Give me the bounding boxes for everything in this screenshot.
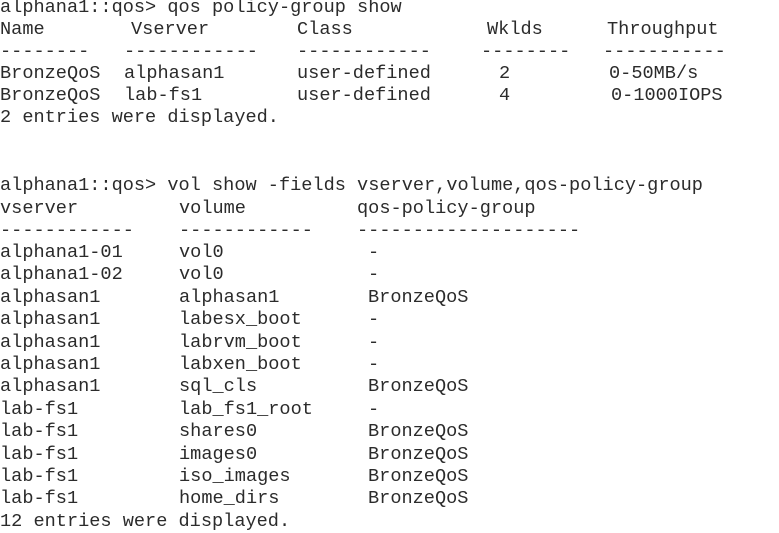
entries-footer: 2 entries were displayed. — [0, 107, 279, 128]
volume-cell: images0 — [179, 443, 258, 465]
vserver-cell: lab-fs1 — [0, 421, 79, 443]
qos-policy-group-cell: BronzeQoS — [368, 376, 469, 398]
header-volume: volume — [179, 198, 246, 219]
wklds-cell: 2 — [499, 63, 511, 84]
class-cell: user-defined — [297, 63, 431, 84]
separator: ------------ — [297, 41, 431, 62]
table-row: BronzeQoS alphasan1 user-defined 2 0-50M… — [0, 63, 698, 85]
policy-name: BronzeQoS — [0, 63, 101, 84]
vserver-cell: lab-fs1 — [0, 398, 79, 420]
header-throughput: Throughput — [607, 19, 719, 40]
volume-cell: iso_images — [179, 466, 291, 487]
separator: -------------------- — [357, 220, 581, 241]
vserver-cell: alphasan1 — [0, 331, 101, 353]
header-vserver: Vserver — [131, 19, 210, 40]
vserver-cell: alphana1-01 — [0, 242, 123, 263]
command-prompt-line: alphana1::qos> qos policy-group show — [0, 0, 402, 18]
separator: -------- — [481, 41, 571, 62]
wklds-cell: 4 — [499, 85, 511, 106]
vserver-cell: alphasan1 — [0, 309, 101, 331]
qos-policy-group-cell: - — [368, 309, 380, 331]
class-cell: user-defined — [297, 85, 431, 106]
volume-cell: vol0 — [179, 264, 224, 286]
vserver-cell: alphasan1 — [0, 376, 101, 398]
header-class: Class — [297, 19, 353, 40]
qos-policy-group-cell: - — [368, 398, 380, 420]
table-row: BronzeQoS lab-fs1 user-defined 4 0-1000I… — [0, 85, 723, 107]
header-name: Name — [0, 19, 45, 40]
separator: ----------- — [603, 41, 726, 62]
separator: -------- — [0, 41, 90, 62]
header-vserver: vserver — [0, 198, 79, 219]
qos-policy-group-cell: BronzeQoS — [368, 488, 469, 510]
volume-cell: vol0 — [179, 242, 224, 263]
qos-policy-group-cell: BronzeQoS — [368, 443, 469, 465]
separator: ------------ — [124, 41, 258, 62]
qos-policy-group-cell: - — [368, 354, 380, 375]
qos-policy-group-cell: BronzeQoS — [368, 421, 469, 443]
volume-cell: labxen_boot — [179, 354, 302, 375]
volume-cell: labrvm_boot — [179, 331, 302, 353]
throughput-cell: 0-1000IOPS — [611, 85, 723, 106]
qos-policy-group-cell: - — [368, 264, 380, 286]
qos-policy-group-cell: - — [368, 331, 380, 353]
separator: ------------ — [0, 220, 134, 241]
volume-cell: shares0 — [179, 421, 258, 443]
header-qos-policy-group: qos-policy-group — [357, 198, 536, 219]
vserver-cell: lab-fs1 — [0, 488, 79, 510]
separator: ------------ — [179, 220, 313, 241]
volume-cell: alphasan1 — [179, 286, 280, 308]
table-separator: -------- ------------ ------------ -----… — [0, 41, 726, 63]
volume-cell: home_dirs — [179, 488, 280, 510]
throughput-cell: 0-50MB/s — [609, 63, 699, 84]
qos-policy-group-cell: BronzeQoS — [368, 286, 469, 308]
vserver-cell: lab-fs1 — [124, 85, 203, 106]
qos-policy-group-cell: - — [368, 242, 380, 263]
vserver-cell: lab-fs1 — [0, 443, 79, 465]
vserver-cell: alphasan1 — [0, 354, 101, 375]
command-prompt-line: alphana1::qos> vol show -fields vserver,… — [0, 175, 703, 196]
qos-policy-group-cell: BronzeQoS — [368, 466, 469, 487]
entries-footer: 12 entries were displayed. — [0, 511, 291, 532]
volume-cell: lab_fs1_root — [179, 398, 313, 420]
policy-name: BronzeQoS — [0, 85, 101, 106]
volume-cell: labesx_boot — [179, 309, 302, 331]
vserver-cell: alphasan1 — [124, 63, 225, 84]
table-header: vserver volume qos-policy-group — [0, 198, 536, 220]
table-separator: ------------ ------------ --------------… — [0, 220, 580, 242]
vserver-cell: alphasan1 — [0, 286, 101, 308]
table-header: Name Vserver Class Wklds Throughput — [0, 19, 719, 41]
vserver-cell: alphana1-02 — [0, 264, 123, 286]
vserver-cell: lab-fs1 — [0, 466, 79, 487]
volume-cell: sql_cls — [179, 376, 258, 398]
header-wklds: Wklds — [487, 19, 543, 40]
